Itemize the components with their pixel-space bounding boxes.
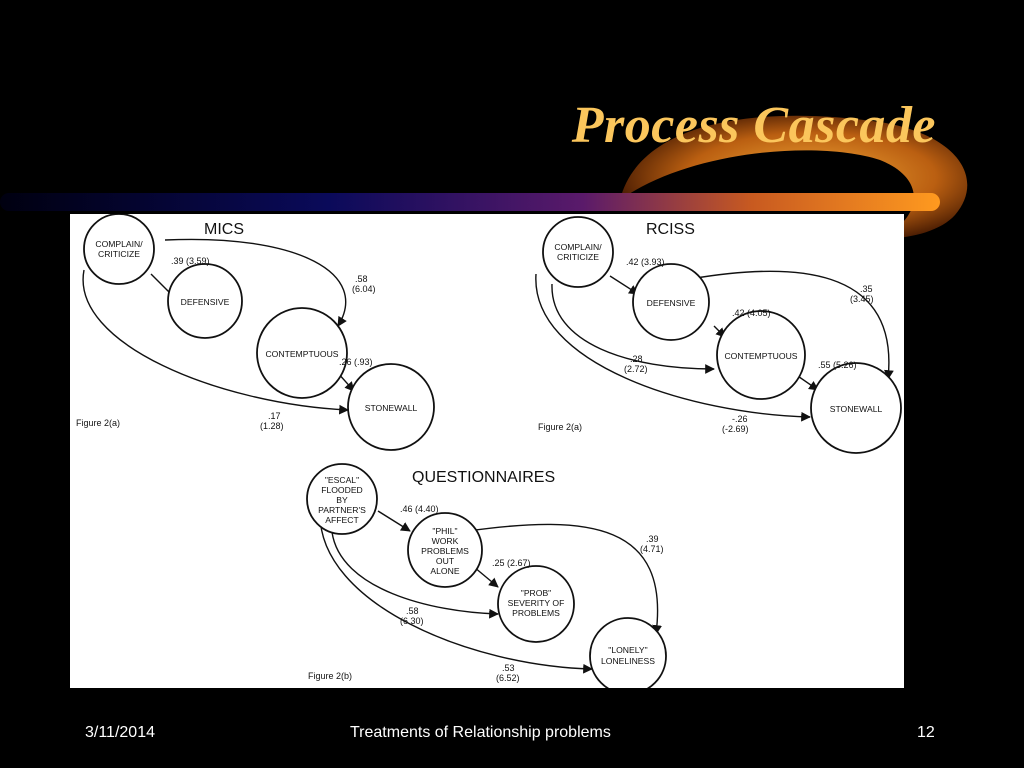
node-label: CRITICIZE	[98, 249, 140, 259]
edge-rciss-complain-contemptuous	[551, 283, 715, 374]
node-q-escal: "ESCAL" FLOODED BY PARTNER'S AFFECT	[306, 463, 378, 535]
edge-label: .39	[646, 534, 659, 544]
edge-label: (2.72)	[624, 364, 648, 374]
node-label: PROBLEMS	[512, 608, 560, 618]
edge-q-phil-lonely	[467, 523, 662, 635]
node-label: LONELINESS	[601, 656, 655, 666]
edge-label: (6.04)	[352, 284, 376, 294]
edge-label: (6.30)	[400, 616, 424, 626]
node-label: DEFENSIVE	[647, 298, 696, 308]
edge-rciss-defensive-stonewall	[689, 270, 894, 380]
decorative-swoosh	[0, 115, 968, 239]
edge-mics-complain-stonewall	[82, 269, 349, 415]
slide-title: Process Cascade	[571, 97, 936, 154]
edge-label: (1.28)	[260, 421, 284, 431]
footer-course-title: Treatments of Relationship problems	[350, 724, 611, 741]
node-rciss-defensive: DEFENSIVE	[632, 263, 710, 341]
node-label: STONEWALL	[365, 403, 418, 413]
edge-q-phil-prob	[473, 566, 499, 588]
panel-questionnaires: QUESTIONNAIRES "ESCAL" FLOODED BY PARTNE…	[306, 463, 667, 688]
node-label: BY	[336, 495, 348, 505]
node-q-phil: "PHIL" WORK PROBLEMS OUT ALONE	[407, 512, 483, 588]
panel-mics: MICS COMPLAIN/ CRITICIZE DEFENSIVE CONTE…	[76, 214, 435, 451]
footer-date: 3/11/2014	[85, 724, 155, 741]
edge-label: .55 (5.26)	[818, 360, 857, 370]
edge-label: .35	[860, 284, 873, 294]
edge-label: .42 (3.93)	[626, 257, 665, 267]
node-label: WORK	[432, 536, 459, 546]
figure-caption: Figure 2(a)	[538, 422, 582, 432]
node-label: AFFECT	[325, 515, 359, 525]
edge-label: .28	[630, 354, 643, 364]
node-label: CONTEMPTUOUS	[724, 351, 797, 361]
cascade-figure: MICS COMPLAIN/ CRITICIZE DEFENSIVE CONTE…	[70, 214, 904, 688]
edge-label: .58	[355, 274, 368, 284]
edge-q-escal-lonely	[319, 513, 593, 674]
node-label: STONEWALL	[830, 404, 883, 414]
node-label: "LONELY"	[608, 645, 647, 655]
node-label: CRITICIZE	[557, 252, 599, 262]
node-rciss-contemptuous: CONTEMPTUOUS	[716, 310, 806, 400]
edge-mics-complain-contemptuous	[164, 238, 347, 327]
edge-label: .46 (4.40)	[400, 504, 439, 514]
node-label: "PHIL"	[432, 526, 457, 536]
edge-label: .17	[268, 411, 281, 421]
edge-label: -.26	[732, 414, 748, 424]
footer-page-number: 12	[917, 724, 935, 741]
node-label: CONTEMPTUOUS	[265, 349, 338, 359]
edge-label: (6.52)	[496, 673, 520, 683]
node-mics-contemptuous: CONTEMPTUOUS	[256, 307, 348, 399]
edge-q-escal-prob	[331, 531, 499, 619]
node-label: DEFENSIVE	[181, 297, 230, 307]
node-label: FLOODED	[321, 485, 363, 495]
node-q-prob: "PROB" SEVERITY OF PROBLEMS	[497, 565, 575, 643]
node-label: "ESCAL"	[325, 475, 359, 485]
node-label: COMPLAIN/	[95, 239, 143, 249]
node-rciss-stonewall: STONEWALL	[810, 362, 902, 454]
edge-label: .58	[406, 606, 419, 616]
edge-label: (4.71)	[640, 544, 664, 554]
node-mics-defensive: DEFENSIVE	[167, 263, 243, 339]
node-q-lonely: "LONELY" LONELINESS	[589, 617, 667, 688]
edge-label: (3.45)	[850, 294, 874, 304]
cascade-diagram: MICS COMPLAIN/ CRITICIZE DEFENSIVE CONTE…	[76, 214, 902, 688]
panel-heading: QUESTIONNAIRES	[412, 469, 555, 486]
panel-rciss: RCISS COMPLAIN/ CRITICIZE DEFENSIVE CONT…	[535, 216, 902, 454]
edge-label: .39 (3.59)	[171, 256, 210, 266]
panel-heading: RCISS	[646, 221, 695, 238]
edge-label: .26 (.93)	[339, 357, 373, 367]
node-label: PARTNER'S	[318, 505, 366, 515]
node-label: SEVERITY OF	[508, 598, 565, 608]
edge-rciss-complain-defensive	[609, 275, 639, 295]
edge-label: (-2.69)	[722, 424, 749, 434]
node-rciss-complain: COMPLAIN/ CRITICIZE	[542, 216, 614, 288]
node-label: OUT	[436, 556, 455, 566]
panel-heading: MICS	[204, 221, 244, 238]
node-mics-complain: COMPLAIN/ CRITICIZE	[83, 214, 155, 285]
edge-label: .25 (2.67)	[492, 558, 531, 568]
figure-caption: Figure 2(a)	[76, 418, 120, 428]
node-label: COMPLAIN/	[554, 242, 602, 252]
figure-caption: Figure 2(b)	[308, 671, 352, 681]
edge-label: .42 (4.05)	[732, 308, 771, 318]
node-label: PROBLEMS	[421, 546, 469, 556]
edge-rciss-complain-stonewall	[535, 273, 811, 422]
edge-label: .53	[502, 663, 515, 673]
edge-q-escal-phil	[377, 510, 411, 532]
node-mics-stonewall: STONEWALL	[347, 363, 435, 451]
node-label: "PROB"	[521, 588, 551, 598]
node-label: ALONE	[430, 566, 459, 576]
